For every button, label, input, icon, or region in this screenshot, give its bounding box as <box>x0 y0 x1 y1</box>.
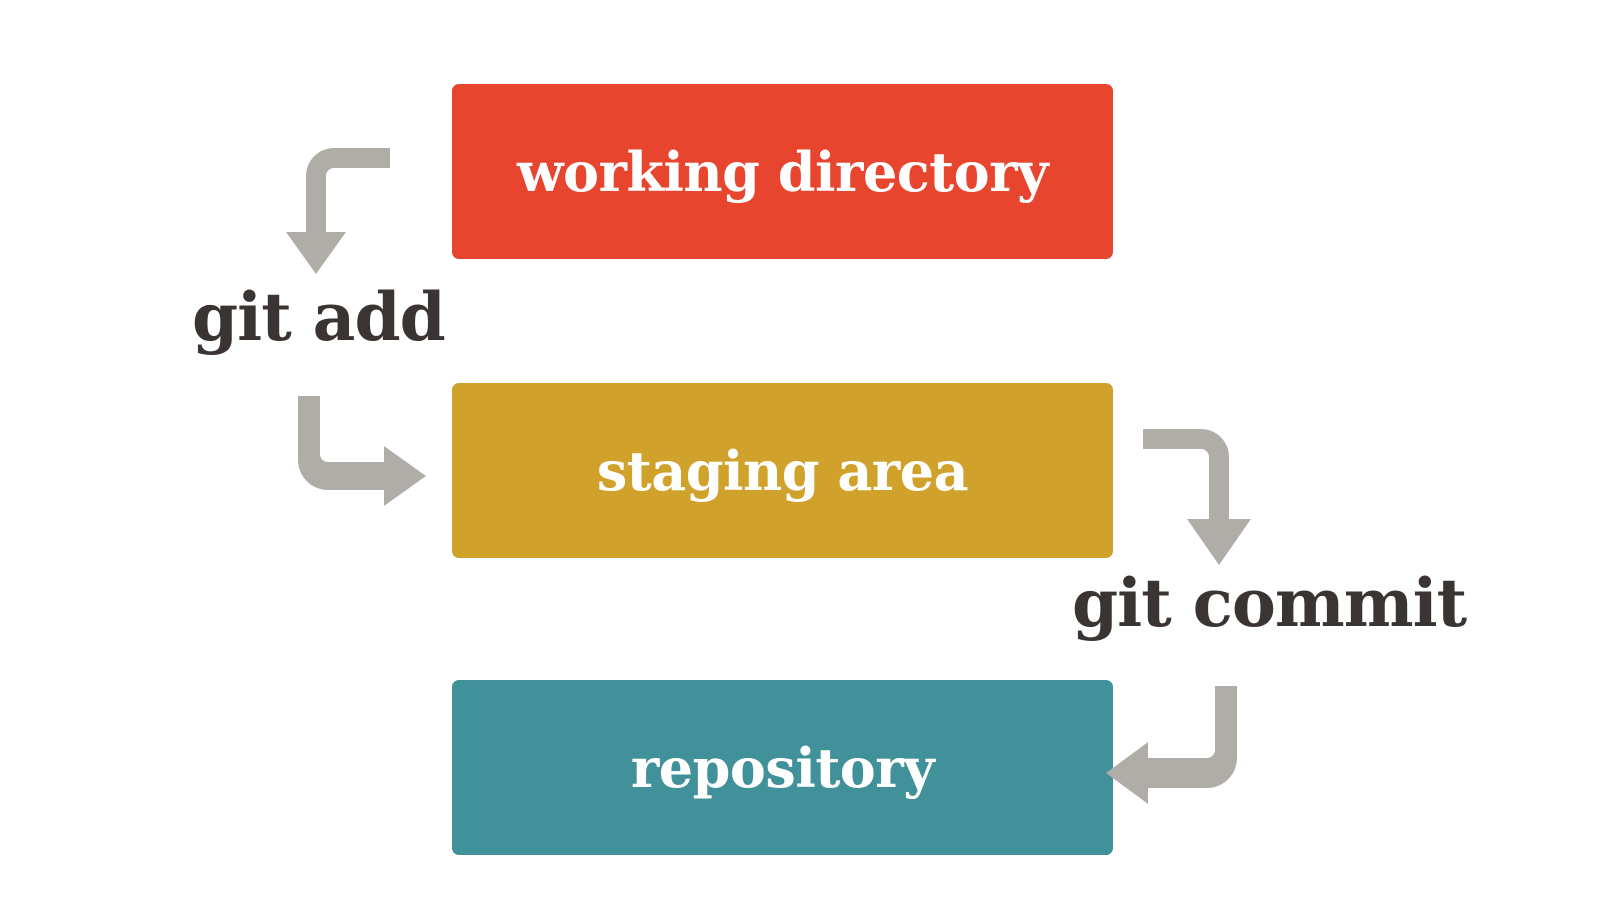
stage-label-staging-area: staging area <box>596 438 969 503</box>
arrow-out-of-staging-area-icon <box>1143 429 1251 565</box>
stage-label-working-directory: working directory <box>517 139 1048 204</box>
stage-box-repository[interactable]: repository <box>452 680 1113 855</box>
stage-box-working-directory[interactable]: working directory <box>452 84 1113 259</box>
stage-label-repository: repository <box>630 735 935 800</box>
arrow-out-of-working-directory-icon <box>286 148 390 274</box>
arrow-into-staging-area-icon <box>298 396 426 506</box>
arrow-into-repository-icon <box>1106 686 1237 804</box>
command-label-git-add: git add <box>192 278 446 356</box>
command-label-git-commit: git commit <box>1072 564 1467 642</box>
stage-box-staging-area[interactable]: staging area <box>452 383 1113 558</box>
